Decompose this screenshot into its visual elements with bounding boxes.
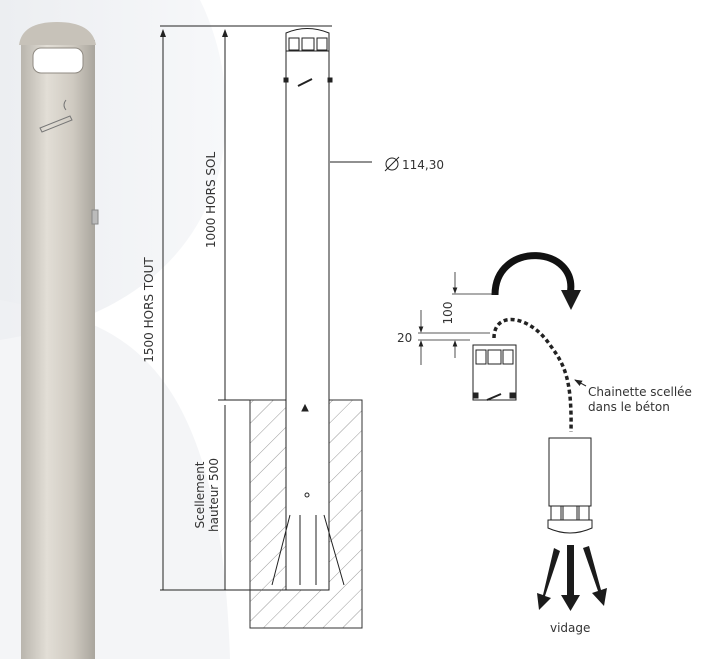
- removed-cap: [472, 344, 517, 401]
- cap-dimensions: [418, 272, 495, 365]
- chain: [492, 317, 573, 433]
- emptying-label: vidage: [550, 621, 590, 635]
- diameter-label: 114,30: [402, 158, 444, 172]
- dim-20-label: 20: [397, 331, 412, 345]
- lift-arc-arrow: [491, 252, 575, 296]
- bollard-photo: [19, 22, 99, 659]
- chain-label-line2: dans le béton: [588, 400, 670, 414]
- emptying-arrows: [537, 545, 607, 611]
- above-ground-label: 1000 HORS SOL: [204, 152, 218, 249]
- diameter-icon: [385, 157, 399, 171]
- sealing-label-line2: hauteur 500: [207, 458, 221, 532]
- dimension-lines: [160, 25, 372, 591]
- bollard-drawing: [271, 28, 345, 591]
- dim-100-label: 100: [441, 302, 455, 325]
- chain-label-line1: Chainette scellée: [588, 385, 692, 399]
- inverted-ashtray: [547, 437, 593, 534]
- sealing-label-line1: Scellement: [193, 461, 207, 528]
- total-height-label: 1500 HORS TOUT: [142, 257, 156, 363]
